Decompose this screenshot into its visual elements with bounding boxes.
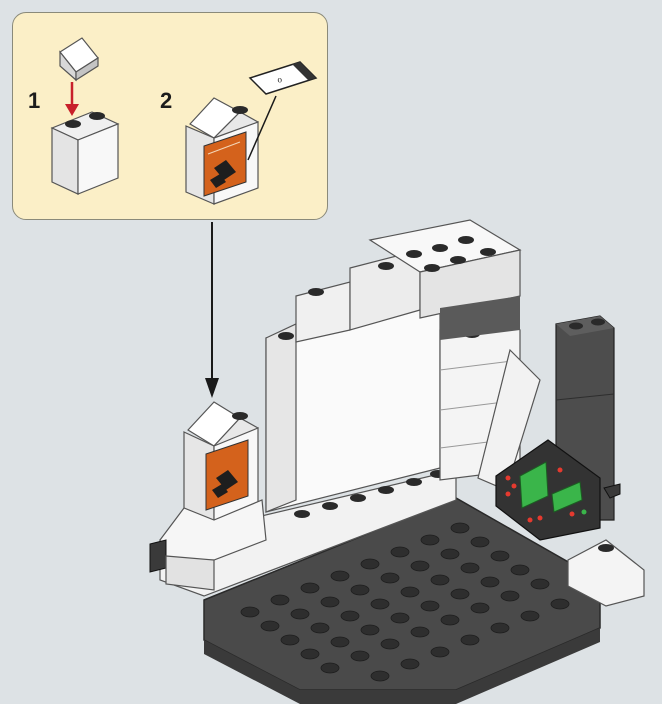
model-assembly: [149, 219, 645, 704]
printed-tile-icon: [203, 131, 247, 197]
connector-arrow-icon: [205, 222, 219, 398]
substep-number-1: 1: [28, 88, 41, 113]
slope-brick-icon: [59, 37, 99, 82]
substep-number-2: 2: [160, 88, 173, 113]
svg-text:ℴ: ℴ: [275, 72, 284, 86]
console-panel-icon: [495, 439, 601, 541]
sticker-icon: ℴ: [247, 61, 318, 161]
white-brick-1x2-icon: [50, 111, 120, 195]
down-arrow-icon: [65, 82, 79, 116]
